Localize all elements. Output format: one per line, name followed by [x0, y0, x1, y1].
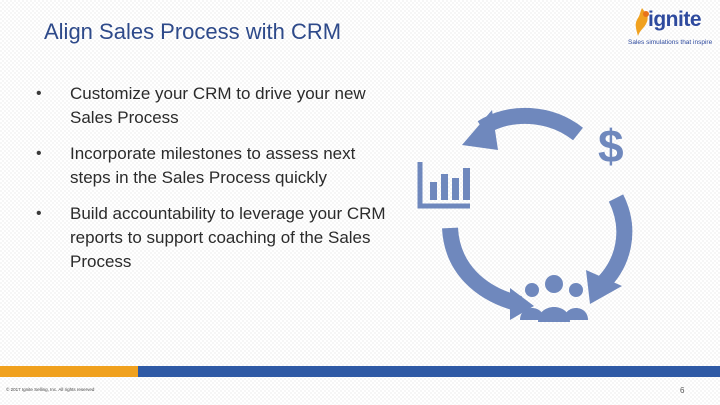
bullet-list: • Customize your CRM to drive your new S… [36, 82, 386, 286]
bullet-marker: • [36, 145, 42, 162]
bullet-item: • Incorporate milestones to assess next … [36, 142, 386, 190]
dollar-icon: $ [598, 120, 624, 172]
logo-tagline: Sales simulations that inspire [628, 39, 713, 46]
bullet-item: • Customize your CRM to drive your new S… [36, 82, 386, 130]
bullet-text: Customize your CRM to drive your new Sal… [70, 84, 366, 127]
slide-title: Align Sales Process with CRM [44, 19, 342, 44]
logo-flame-icon [635, 8, 649, 36]
people-icon [520, 275, 588, 322]
company-logo: ignite Sales simulations that inspire [628, 6, 713, 48]
copyright-text: © 2017 Ignite Selling, Inc. All rights r… [6, 387, 95, 392]
footer-bar-orange [0, 366, 138, 377]
bullet-text: Build accountability to leverage your CR… [70, 204, 386, 271]
sales-cycle-graphic: $ [417, 107, 633, 322]
footer-bar-blue [138, 366, 720, 377]
logo-wordmark: ignite [648, 8, 702, 31]
bullet-marker: • [36, 85, 42, 102]
cycle-arrows-icon [442, 107, 633, 320]
bar-chart-icon [417, 162, 470, 209]
bullet-item: • Build accountability to leverage your … [36, 202, 386, 274]
bullet-marker: • [36, 205, 42, 222]
page-number: 6 [680, 386, 685, 395]
bullet-text: Incorporate milestones to assess next st… [70, 144, 356, 187]
